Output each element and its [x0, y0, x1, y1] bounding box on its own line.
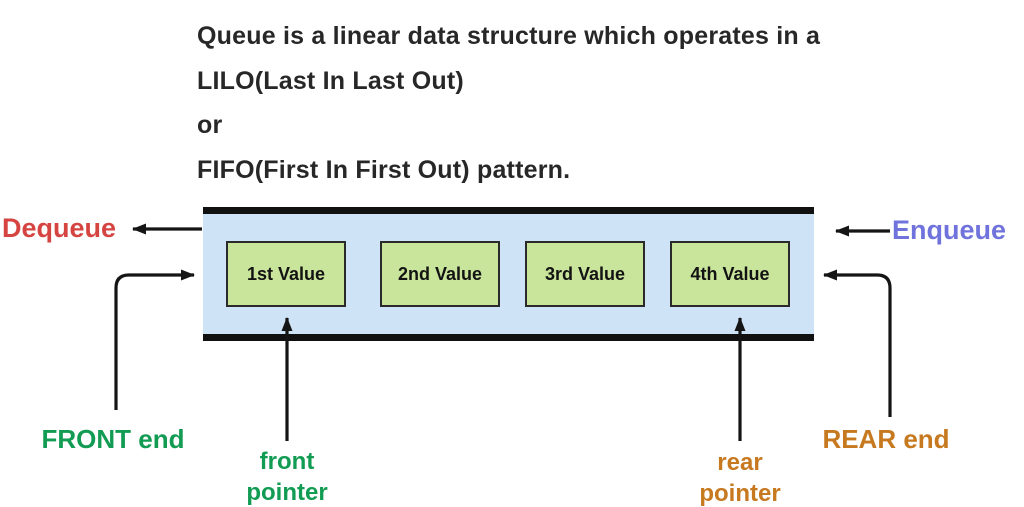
title-line-4: FIFO(First In First Out) pattern.: [197, 155, 571, 184]
front-pointer-line-2: pointer: [246, 479, 328, 506]
title-line-3: or: [197, 111, 223, 139]
rear-end-label: REAR end: [822, 424, 950, 454]
enqueue-label: Enqueue: [892, 215, 1007, 245]
rear-pointer-line-1: rear: [717, 449, 763, 476]
queue-cell-2: 2nd Value: [380, 241, 500, 307]
rear-end-arrow-icon: [823, 269, 892, 417]
front-pointer-label: front pointer: [246, 446, 327, 507]
front-end-label: FRONT end: [41, 424, 185, 454]
title-block: Queue is a linear data structure which o…: [197, 14, 897, 192]
rear-pointer-line-2: pointer: [699, 480, 781, 507]
title-line-2: LILO(Last In Last Out): [197, 66, 464, 95]
dequeue-label: Dequeue: [2, 213, 117, 243]
queue-cell-1: 1st Value: [226, 241, 346, 307]
front-pointer-line-1: front: [259, 448, 315, 475]
front-end-arrow-icon: [114, 269, 195, 410]
rear-pointer-label: rear pointer: [699, 447, 780, 507]
queue-cell-4: 4th Value: [670, 241, 790, 307]
queue-cell-3: 3rd Value: [525, 241, 645, 307]
title-line-1: Queue is a linear data structure which o…: [197, 22, 821, 50]
